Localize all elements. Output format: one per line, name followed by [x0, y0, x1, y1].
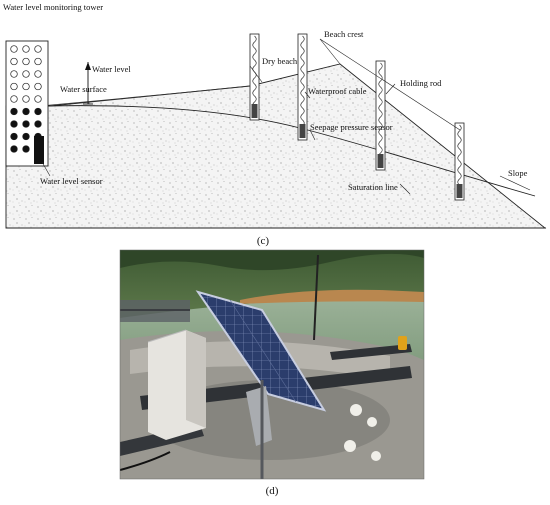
dry-hole	[34, 95, 42, 103]
leader-lines	[41, 38, 531, 195]
control-box	[147, 329, 206, 440]
dry-hole	[34, 45, 42, 53]
caption-d: (d)	[266, 485, 279, 497]
seepage-sensor	[456, 184, 463, 198]
monitoring-rod	[297, 33, 308, 141]
caption-c: (c)	[257, 235, 270, 247]
label-waterproof-cable: Waterproof cable	[308, 86, 367, 96]
dry-hole	[34, 57, 42, 66]
dry-hole	[22, 95, 30, 103]
monitoring-rod	[454, 122, 465, 201]
label-water-level: Water level	[92, 64, 131, 74]
monitoring-rod	[375, 60, 386, 171]
submerged-hole	[10, 145, 18, 153]
seepage-sensor	[299, 124, 306, 138]
water-level-indicator	[83, 62, 93, 105]
solar-panel	[195, 290, 327, 412]
label-water-surface: Water surface	[60, 84, 107, 94]
dry-hole	[22, 70, 30, 78]
dry-hole	[22, 82, 30, 91]
submerged-hole	[34, 120, 42, 128]
dry-hole	[22, 57, 30, 66]
label-holding-rod: Holding rod	[400, 78, 442, 88]
submerged-hole	[10, 132, 18, 141]
water-level-sensor-block	[34, 136, 44, 164]
dry-hole	[10, 95, 18, 103]
water-surface-line	[39, 85, 251, 107]
submerged-hole	[22, 107, 30, 116]
label-saturation-line: Saturation line	[348, 182, 398, 192]
dry-hole	[10, 57, 18, 66]
dry-hole	[34, 70, 42, 78]
submerged-hole	[34, 107, 42, 116]
dry-hole	[22, 45, 30, 53]
seepage-sensor	[377, 154, 384, 168]
submerged-hole	[22, 120, 30, 128]
monitoring-rods	[249, 33, 465, 201]
label-beach-crest: Beach crest	[324, 29, 364, 39]
submerged-hole	[10, 107, 18, 116]
dry-hole	[10, 45, 18, 53]
monitoring-rod	[249, 33, 260, 121]
installation-photo: (d)	[119, 249, 425, 497]
submerged-hole	[22, 132, 30, 141]
submerged-hole	[22, 145, 30, 153]
label-water-level-sensor: Water level sensor	[40, 176, 103, 186]
submerged-hole	[10, 120, 18, 128]
label-tower: Water level monitoring tower	[3, 2, 103, 12]
dry-hole	[34, 82, 42, 91]
tailings-dam-schematic: Water level monitoring tower Water level…	[3, 2, 547, 247]
water-level-monitoring-tower	[5, 40, 49, 167]
dry-hole	[10, 70, 18, 78]
warning-beacon	[398, 336, 407, 350]
label-dry-beach: Dry beach	[262, 56, 298, 66]
dry-hole	[10, 82, 18, 91]
label-seepage-sensor: Seepage pressure sensor	[310, 122, 393, 132]
seepage-sensor	[251, 104, 258, 118]
label-slope: Slope	[508, 168, 528, 178]
